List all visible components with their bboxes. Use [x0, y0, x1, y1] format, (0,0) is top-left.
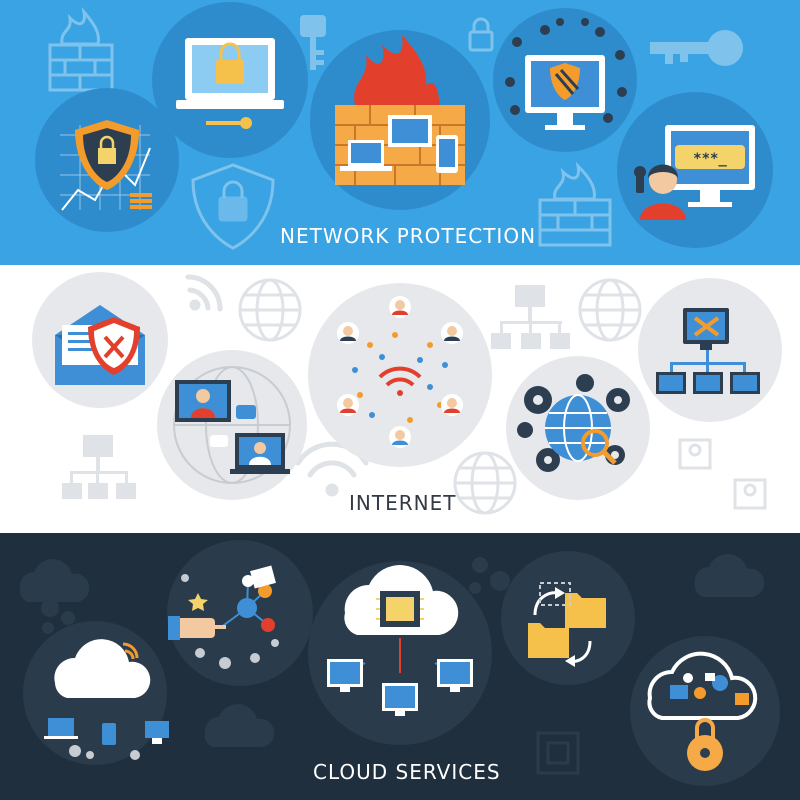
cloud-devices-icon [23, 621, 169, 765]
wifi-icon [185, 274, 369, 497]
brick-wall-icon [538, 161, 612, 247]
cloud-icon [19, 554, 765, 747]
video-call-icon [678, 438, 767, 510]
cloud-services-illustration [19, 540, 780, 786]
social-network-icon [308, 283, 492, 467]
internet-banner: INTERNET [0, 265, 800, 533]
folder-sync-icon [501, 551, 635, 685]
brick-wall-icon [48, 6, 114, 92]
padlock-icon [191, 17, 494, 250]
gear-icon [41, 557, 510, 634]
network-protection-banner: ***_ NETWORK PROTECTION [0, 0, 800, 265]
globe-icon [238, 278, 642, 515]
laptop-lock-icon [152, 2, 308, 158]
internet-illustration [32, 272, 782, 515]
virus-shield-monitor-icon [493, 8, 637, 152]
shield-chart-icon [35, 88, 179, 232]
password-monitor-icon: ***_ [617, 92, 773, 248]
video-call-globe-icon [157, 350, 307, 500]
avatar [337, 296, 463, 448]
internet-title: INTERNET [349, 491, 457, 515]
network-topology-icon [62, 285, 570, 499]
network-protection-illustration: ***_ [35, 2, 773, 250]
email-blocked-icon [32, 272, 168, 408]
firewall-icon [310, 30, 490, 210]
password-mask-text: ***_ [693, 151, 727, 167]
network-protection-title: NETWORK PROTECTION [280, 224, 537, 248]
chip-icon [536, 731, 580, 775]
cloud-lock-icon [630, 636, 780, 786]
cloud-services-banner: CLOUD SERVICES [0, 533, 800, 800]
gear-globe-icon [506, 356, 650, 500]
hand-share-icon [167, 540, 313, 686]
cloud-services-title: CLOUD SERVICES [313, 760, 501, 784]
cloud-chip-icon [308, 561, 492, 745]
key-icon [300, 15, 743, 70]
tools-monitor-icon [638, 278, 782, 422]
